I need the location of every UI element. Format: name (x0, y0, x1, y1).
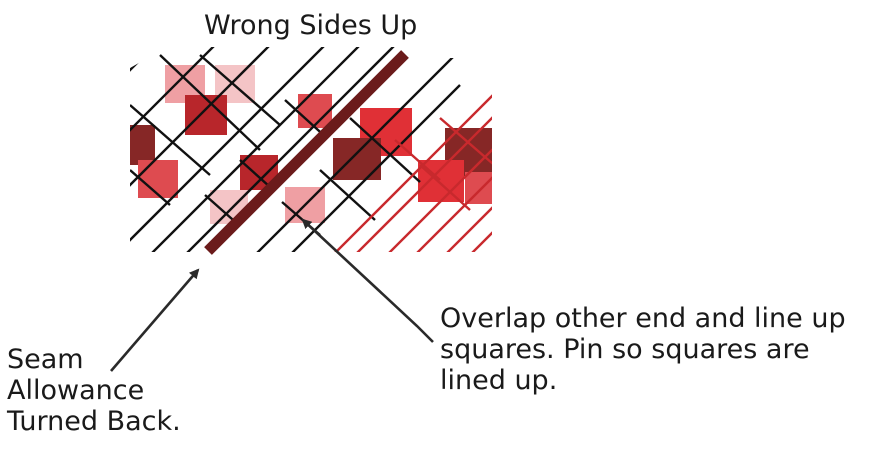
right-patchwork (249, 58, 492, 252)
left-squares (130, 65, 332, 224)
square-medium (298, 94, 332, 128)
callout-line: Turned Back. (7, 406, 181, 437)
square-medium (465, 172, 492, 204)
square-dark (130, 125, 155, 165)
square-deep (185, 95, 227, 135)
overlap-callout-text: Overlap other end and line up squares. P… (440, 303, 846, 396)
right-red-lines (317, 87, 492, 252)
callout-line: Allowance (7, 375, 145, 406)
callout-line: Seam (7, 344, 84, 375)
seam-allowance-strip (204, 50, 409, 255)
overlap-arrow (301, 218, 434, 343)
diagram-title: Wrong Sides Up (204, 10, 418, 41)
callout-arrows (110, 218, 434, 372)
callout-line: lined up. (440, 365, 558, 396)
square-medium (138, 160, 178, 198)
seam-arrow (110, 268, 200, 372)
callout-line: squares. Pin so squares are (440, 334, 810, 365)
seam-callout-text: Seam Allowance Turned Back. (7, 344, 181, 437)
square-dark (333, 138, 381, 180)
callout-line: Overlap other end and line up (440, 303, 846, 334)
